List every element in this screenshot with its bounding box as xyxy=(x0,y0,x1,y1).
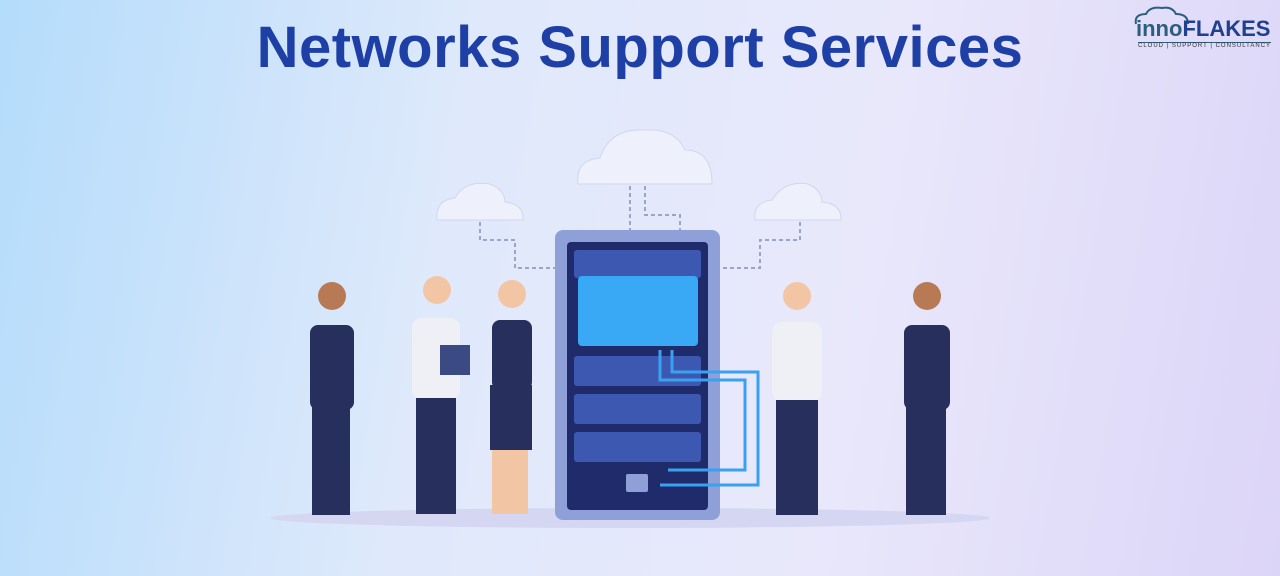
network-connections xyxy=(479,186,801,269)
cloud-icon xyxy=(577,129,713,185)
person xyxy=(904,282,950,515)
person xyxy=(310,282,354,515)
cloud-icon xyxy=(436,182,524,221)
logo-tagline: CLOUD | SUPPORT | CONSULTANCY xyxy=(1138,42,1272,49)
logo-name-part2: FLAKES xyxy=(1182,16,1271,41)
logo-name-part1: inno xyxy=(1136,16,1183,41)
innoflakes-logo: innoFLAKES CLOUD | SUPPORT | CONSULTANCY xyxy=(1132,6,1272,50)
page-title: Networks Support Services xyxy=(256,15,1024,80)
person xyxy=(772,282,822,515)
cloud-logo-icon xyxy=(1134,6,1189,25)
cloud-icon xyxy=(754,182,842,221)
person xyxy=(412,276,470,514)
person xyxy=(490,280,532,514)
logo-name: innoFLAKES xyxy=(1136,16,1270,42)
server-rack xyxy=(555,230,760,520)
server-screen xyxy=(578,276,698,346)
